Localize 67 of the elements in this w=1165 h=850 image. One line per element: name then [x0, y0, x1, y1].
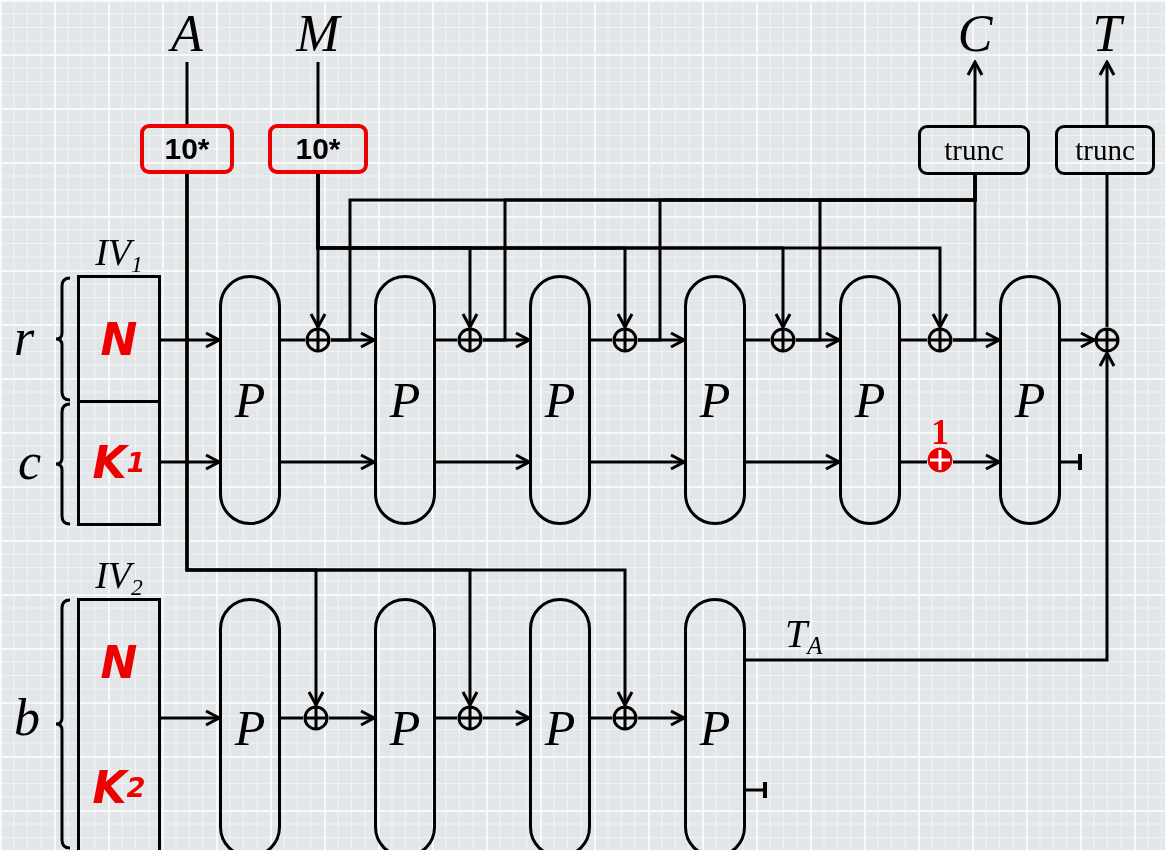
io-label: A — [165, 8, 209, 62]
connector-line — [436, 716, 457, 720]
arrow — [185, 174, 634, 707]
arrow — [161, 709, 221, 727]
connector-line — [746, 338, 770, 342]
permutation-block: P — [684, 275, 746, 525]
truncate-box: trunc — [1055, 125, 1155, 175]
permutation-block: P — [374, 598, 436, 850]
arrow — [746, 351, 1116, 662]
register-label: IV$_{1}$ — [94, 232, 144, 275]
xor-symbol — [303, 705, 329, 731]
permutation-block: P — [219, 275, 281, 525]
permutation-block: P — [839, 275, 901, 525]
arrow — [746, 453, 841, 471]
dimension-label: r — [14, 312, 35, 364]
arrow — [638, 709, 686, 727]
xor-symbol — [305, 327, 331, 353]
xor-symbol — [927, 327, 953, 353]
connector-line — [316, 62, 320, 124]
permutation-block: P — [219, 598, 281, 850]
xor-symbol — [457, 327, 483, 353]
xor-symbol — [612, 327, 638, 353]
permutation-block: P — [374, 275, 436, 525]
connector-line — [1061, 452, 1082, 472]
connector-line — [281, 338, 305, 342]
padding-box: 10* — [268, 124, 368, 174]
arrow — [1098, 60, 1116, 125]
arrow — [281, 453, 376, 471]
permutation-block: P — [999, 275, 1061, 525]
connector-line — [591, 716, 612, 720]
arrow — [591, 453, 686, 471]
permutation-block: P — [684, 598, 746, 850]
dimension-label: b — [14, 692, 40, 744]
register-cell: N — [80, 278, 158, 400]
connector-line — [436, 338, 457, 342]
arrow — [953, 453, 1001, 471]
constant-label: 1 — [930, 417, 950, 447]
permutation-block: P — [529, 275, 591, 525]
connector-line — [901, 338, 927, 342]
arrow — [158, 331, 221, 349]
arrow — [436, 453, 531, 471]
arrow — [966, 60, 984, 125]
io-label: C — [952, 8, 998, 62]
arrow — [158, 453, 221, 471]
connector-line — [281, 716, 303, 720]
arrow — [1061, 331, 1096, 349]
io-label: T — [1085, 8, 1129, 62]
register-label: IV$_{2}$ — [94, 555, 144, 598]
padding-box: 10* — [140, 124, 234, 174]
xor-symbol — [1094, 327, 1120, 353]
xor-symbol — [457, 705, 483, 731]
connector-line — [746, 780, 767, 800]
io-label: M — [293, 8, 343, 62]
connector-line — [591, 338, 612, 342]
connector-line — [185, 62, 189, 124]
arrow — [329, 709, 376, 727]
edge-label: T$_{A}$ — [785, 612, 823, 662]
xor-symbol — [770, 327, 796, 353]
dimension-label: c — [18, 436, 42, 488]
xor-symbol — [612, 705, 638, 731]
connector-line — [953, 175, 977, 342]
connector-line — [901, 460, 927, 464]
register-cell: N — [80, 601, 158, 723]
connector-line — [1105, 175, 1109, 327]
arrow — [483, 709, 531, 727]
permutation-block: P — [529, 598, 591, 850]
truncate-box: trunc — [918, 125, 1030, 175]
